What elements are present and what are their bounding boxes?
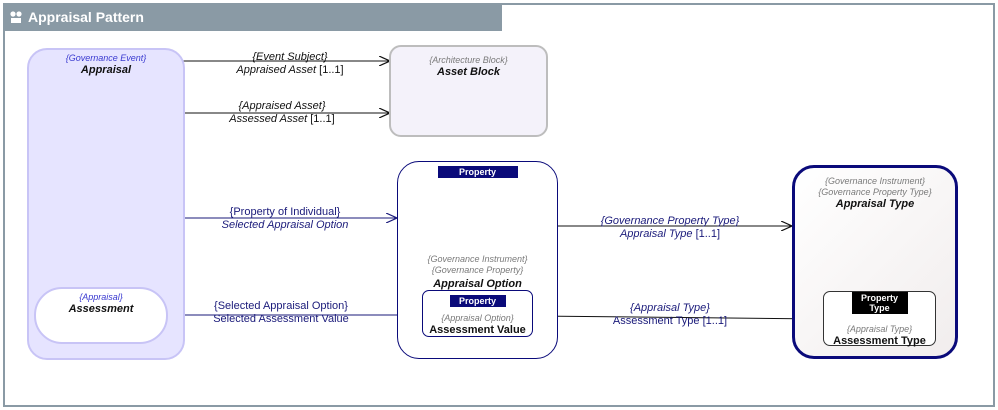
connector-stereotype: {Appraised Asset}	[238, 100, 326, 112]
connector-stereotype: {Governance Property Type}	[600, 215, 740, 227]
assessment-value-name: Assessment Value	[429, 324, 526, 336]
connector-label-event-subject: {Event Subject} Appraised Asset [1..1]	[230, 51, 350, 77]
connector-stereotype: {Property of Individual}	[229, 206, 341, 218]
connector-label-appraisal-type: {Appraisal Type} Assessment Type [1..1]	[595, 302, 745, 328]
appraisal-option-stereotype-1: {Governance Instrument}	[427, 254, 528, 264]
asset-block-name: Asset Block	[437, 66, 500, 78]
connector-stereotype: {Event Subject}	[252, 51, 328, 63]
asset-block-stereotype: {Architecture Block}	[429, 55, 508, 65]
connector-label-governance-property-type: {Governance Property Type} Appraisal Typ…	[590, 215, 750, 241]
connector-role: Assessed Asset	[229, 113, 308, 125]
appraisal-type-stereotype-2: {Governance Property Type}	[818, 187, 932, 197]
assessment-type-tag: Property Type	[851, 292, 908, 314]
appraisal-stereotype: {Governance Event}	[65, 53, 147, 63]
assessment-value-tag: Property	[449, 295, 506, 307]
appraisal-option-name: Appraisal Option	[433, 278, 522, 290]
connector-multiplicity: [1..1]	[702, 315, 728, 327]
assessment-type-stereotype: {Appraisal Type}	[846, 324, 913, 334]
asset-block-node[interactable]: {Architecture Block} Asset Block	[389, 45, 548, 137]
connector-label-selected-appraisal-option: {Selected Appraisal Option} Selected Ass…	[196, 300, 366, 326]
connector-label-appraised-asset: {Appraised Asset} Assessed Asset [1..1]	[217, 100, 347, 126]
connector-appraisal-type[interactable]	[533, 316, 823, 319]
diagram-title-bar[interactable]: Appraisal Pattern	[3, 3, 502, 31]
connector-role: Selected Appraisal Option	[221, 219, 349, 231]
connector-role: Selected Assessment Value	[213, 313, 349, 325]
appraisal-option-tag: Property	[437, 166, 518, 178]
assessment-type-node[interactable]: Property Type {Appraisal Type} Assessmen…	[823, 291, 936, 347]
assessment-node[interactable]: {Appraisal} Assessment	[34, 287, 168, 344]
connector-stereotype: {Selected Appraisal Option}	[214, 300, 348, 312]
diagram-title: Appraisal Pattern	[28, 9, 144, 25]
diagram-icon	[9, 10, 23, 24]
connector-multiplicity: [1..1]	[695, 228, 721, 240]
connector-role: Appraisal Type	[619, 228, 693, 240]
assessment-value-stereotype: {Appraisal Option}	[441, 313, 514, 323]
assessment-value-node[interactable]: Property {Appraisal Option} Assessment V…	[422, 290, 533, 337]
connector-label-property-of-individual: {Property of Individual} Selected Apprai…	[210, 206, 360, 232]
appraisal-type-name: Appraisal Type	[835, 198, 915, 210]
appraisal-option-stereotype-2: {Governance Property}	[431, 265, 524, 275]
appraisal-name: Appraisal	[80, 64, 132, 76]
connector-role: Assessment Type	[612, 315, 700, 327]
connector-multiplicity: [1..1]	[310, 113, 335, 125]
connector-stereotype: {Appraisal Type}	[630, 302, 710, 314]
assessment-stereotype: {Appraisal}	[79, 292, 123, 302]
assessment-name: Assessment	[68, 303, 134, 315]
assessment-type-name: Assessment Type	[833, 335, 926, 347]
connector-role: Appraised Asset	[236, 64, 317, 76]
connector-multiplicity: [1..1]	[319, 64, 344, 76]
appraisal-type-stereotype-1: {Governance Instrument}	[824, 176, 926, 186]
